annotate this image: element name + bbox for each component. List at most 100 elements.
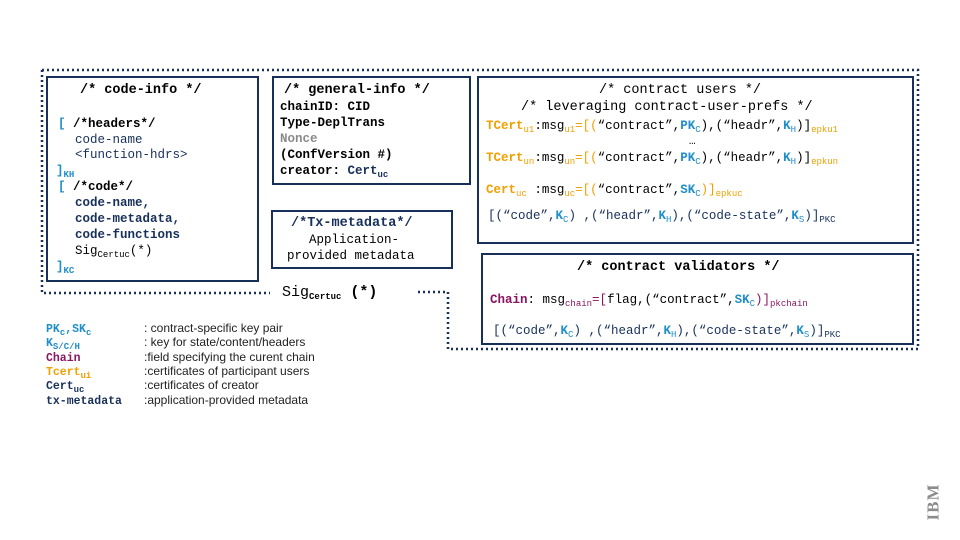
tx-metadata-heading: /*Tx-metadata*/ [291,216,413,231]
msg-un: :msg [534,151,565,165]
legend-row-chain: Chain :field specifying the curent chain [46,350,315,366]
contract-users-heading: /* contract users */ [599,83,762,98]
legend-row-tx: tx-metadata:application-provided metadat… [46,393,308,409]
eq-open-u1: =[( [575,119,598,133]
general-info-heading: /* general-info */ [284,83,430,98]
close-un: )] [796,151,812,165]
kh-un: K [783,151,791,165]
sk-uc-sub: C [695,189,701,199]
code-functions-line: code-functions [75,228,181,242]
close-uc: )] [700,183,716,197]
code-mid: ) ,(“headr”, [568,209,659,223]
ellipsis: … [689,136,696,148]
code-name-line: code-name [75,133,143,147]
chain-msg-line: Chain: msgchain=[flag,(“contract”,SKC)]p… [490,293,808,309]
legend-term-chain: Chain [46,352,81,365]
open-bracket-2: [ [58,180,66,194]
v-kc: K [560,324,569,338]
code-state-line: [(“code”,KC) ,(“headr”,KH),(“code-state”… [488,209,836,225]
pk-chain: pkchain [770,299,808,309]
ks: K [791,209,799,223]
eq-open-uc: =[( [575,183,598,197]
v-code-end: )] [809,324,825,338]
legend-row-tcert: Tcertui:certificates of participant user… [46,364,309,381]
code-comment: /*code*/ [73,180,134,194]
contract-uc: “contract”, [597,183,681,197]
epk-u1: epku1 [811,125,839,135]
nonce-line: Nonce [280,132,318,146]
kh-u1-sub: H [790,125,797,135]
v-kh-sub: H [670,330,677,340]
chain-flag: flag,(“contract”, [607,293,735,307]
v-ks-sub: S [803,330,810,340]
signature-suffix: (*) [341,284,378,301]
cert-uc-sub: uc [516,189,527,199]
chain-close: )] [755,293,771,307]
v-kh: K [663,324,671,338]
creator-sub: uc [377,170,389,180]
key-c: K [63,266,69,276]
sig-line: SigCertuc(*) [75,244,153,260]
legend-desc-ks: : key for state/content/headers [144,335,306,349]
headr-un: “headr”, [723,151,784,165]
legend-row-cert: Certuc :certificates of creator [46,378,259,395]
msg-u1: :msg [534,119,565,133]
type-line: Type-DeplTrans [280,116,386,130]
conf-version-line: (ConfVersion #) [280,148,393,162]
msg-un-sub: un [564,157,576,167]
v-code-open: [(“code”, [493,324,561,338]
pk-un-sub: C [695,157,701,167]
v-ks: K [796,324,804,338]
creator-line: creator: Certuc [280,164,389,180]
legend-desc-cert: :certificates of creator [144,378,259,392]
headers-line: [ /*headers*/ [58,117,156,132]
contract-un: “contract”, [597,151,681,165]
close-bracket-kc: ]KC [56,260,75,276]
kh-code-sub: H [665,215,672,225]
tcert-un: TCert [486,151,524,165]
chain-label: Chain [490,293,528,307]
contract-validators-box: /* contract validators */ Chain: msgchai… [481,253,914,345]
sig-suffix: (*) [129,244,153,258]
tx-metadata-box: /*Tx-metadata*/ Application- provided me… [271,210,453,269]
pkc: PKC [819,215,836,225]
chain-msg: : msg [527,293,566,307]
headers-comment: /*headers*/ [73,117,156,131]
legend-term-tx: tx-metadata [46,395,122,408]
legend-term-pk: PKc,SKc [46,323,92,338]
kh-u1: K [783,119,791,133]
code-end: )] [804,209,820,223]
cert-uc-line: Certuc :msguc=[(“contract”,SKC)]epkuc [486,183,743,199]
code-open: [(“code”, [488,209,556,223]
sig-text: Sig [75,244,98,258]
key-c-sub: C [68,266,75,276]
v-pkc: PKC [824,330,841,340]
v-code-mid: ) ,(“headr”, [573,324,664,338]
msg-uc: :msg [526,183,565,197]
sk-uc: SK [680,183,696,197]
tcert-un-sub: un [523,157,535,167]
eq-open-un: =[( [575,151,598,165]
general-info-box: /* general-info */ chainID: CID Type-Dep… [272,76,471,185]
validator-code-line: [(“code”,KC) ,(“headr”,KH),(“code-state”… [493,324,841,340]
signature-text: Sig [282,284,310,301]
tcert-u1: TCert [486,119,524,133]
ibm-logo-text: IBM [923,483,942,521]
headr-u1: “headr”, [723,119,784,133]
v-kc-sub: C [568,330,574,340]
cert-uc: Cert [486,183,517,197]
tx-metadata-line2: provided metadata [287,249,415,263]
legend-term-tcert: Tcertui [46,366,92,381]
mid-un: ),( [700,151,724,165]
epk-un: epkun [811,157,839,167]
chain-id-line: chainID: CID [280,100,371,114]
legend-desc-chain: :field specifying the curent chain [144,350,315,364]
chain-eq: =[ [592,293,608,307]
ks-sub: S [798,215,805,225]
v-code-mid2: ),(“code-state”, [676,324,797,338]
tcert-u1-line: TCertu1:msgu1=[(“contract”,PKC),(“headr”… [486,119,839,135]
legend-term-cert: Certuc [46,380,85,395]
close-bracket-kh: ]KH [56,164,74,180]
mid-u1: ),( [700,119,724,133]
chain-sk-sub: C [749,299,756,309]
